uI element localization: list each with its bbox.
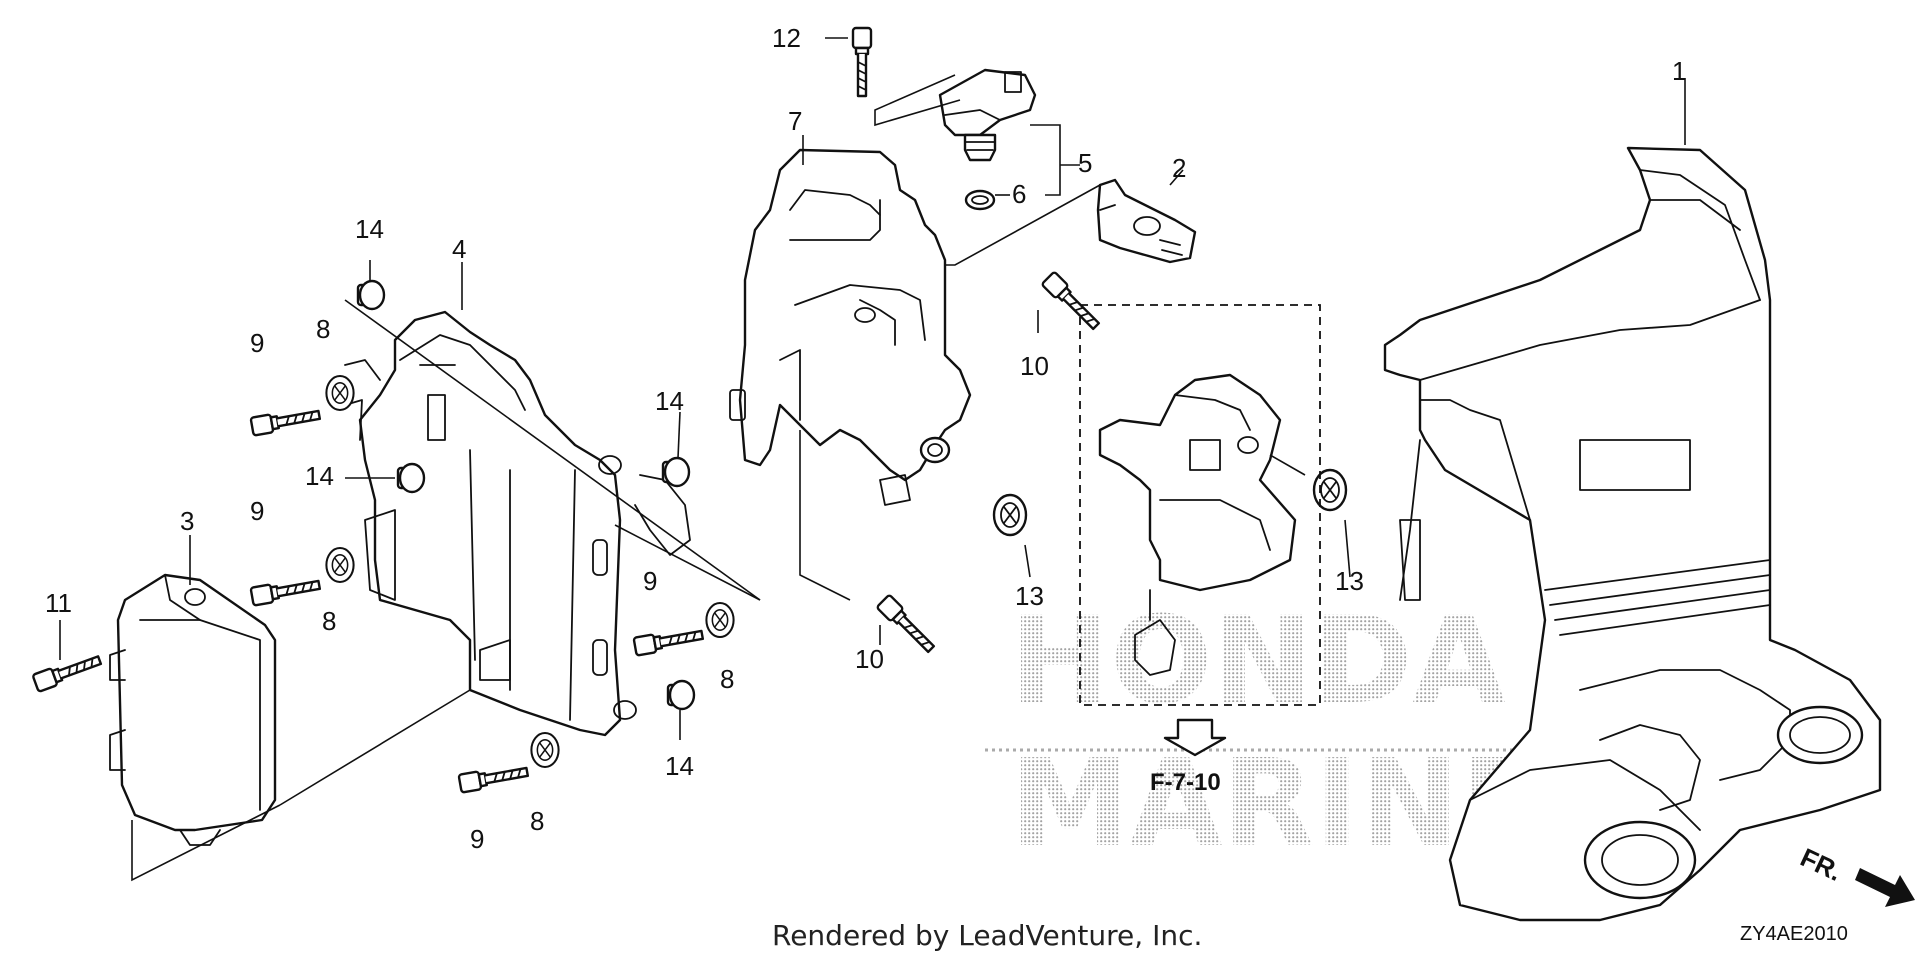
part-2-clip <box>1096 178 1197 264</box>
callout-14a: 14 <box>355 214 384 244</box>
callout-6: 6 <box>1012 179 1026 209</box>
callout-5: 5 <box>1078 148 1092 178</box>
footer-credit: Rendered by LeadVenture, Inc. <box>772 919 1202 952</box>
callout-8c: 8 <box>720 664 734 694</box>
callout-3: 3 <box>180 506 194 536</box>
callout-10a: 10 <box>1020 351 1049 381</box>
callout-7: 7 <box>788 106 802 136</box>
callout-14b: 14 <box>305 461 334 491</box>
callout-4: 4 <box>452 234 466 264</box>
reference-arrow <box>1163 718 1227 757</box>
diagram-code: ZY4AE2010 <box>1740 923 1848 945</box>
watermark: HONDA MARINE <box>985 592 1720 874</box>
watermark-line1: HONDA <box>1010 592 1505 731</box>
bolt-10-lower <box>875 593 939 657</box>
callout-8b: 8 <box>322 606 336 636</box>
callout-9b: 9 <box>250 496 264 526</box>
callout-2: 2 <box>1172 153 1186 183</box>
callout-11: 11 <box>45 588 72 618</box>
part-4-main-bracket <box>344 310 691 737</box>
callouts: 1 2 3 4 5 6 7 8 8 8 8 9 9 9 9 10 10 11 1… <box>45 23 1686 854</box>
callout-1: 1 <box>1672 56 1686 86</box>
front-direction-indicator: FR. <box>1796 842 1915 907</box>
callout-13b: 13 <box>1335 566 1364 596</box>
callout-13a: 13 <box>1015 581 1044 611</box>
front-arrow-icon <box>1855 868 1915 907</box>
part-5-sensor <box>938 68 1037 162</box>
callout-8a: 8 <box>316 314 330 344</box>
callout-14c: 14 <box>655 386 684 416</box>
leader-lines <box>59 37 1686 882</box>
callout-9c: 9 <box>643 566 657 596</box>
callout-9a: 9 <box>250 328 264 358</box>
part-7-sensor-bracket <box>729 148 972 506</box>
callout-14d: 14 <box>665 751 694 781</box>
callout-10b: 10 <box>855 644 884 674</box>
part-1-cover <box>1383 146 1882 922</box>
fr-label: FR. <box>1796 842 1847 887</box>
bolt-10-upper <box>1040 270 1104 334</box>
bolt-12 <box>851 26 873 98</box>
part-6-o-ring <box>964 189 996 211</box>
callout-8d: 8 <box>530 806 544 836</box>
part-3-control-module <box>109 573 277 846</box>
reference-label: F-7-10 <box>1150 769 1221 796</box>
callout-12: 12 <box>772 23 801 53</box>
callout-9d: 9 <box>470 824 484 854</box>
reference-bracket-f-7-10 <box>1079 304 1321 706</box>
bolt-11 <box>31 650 104 694</box>
